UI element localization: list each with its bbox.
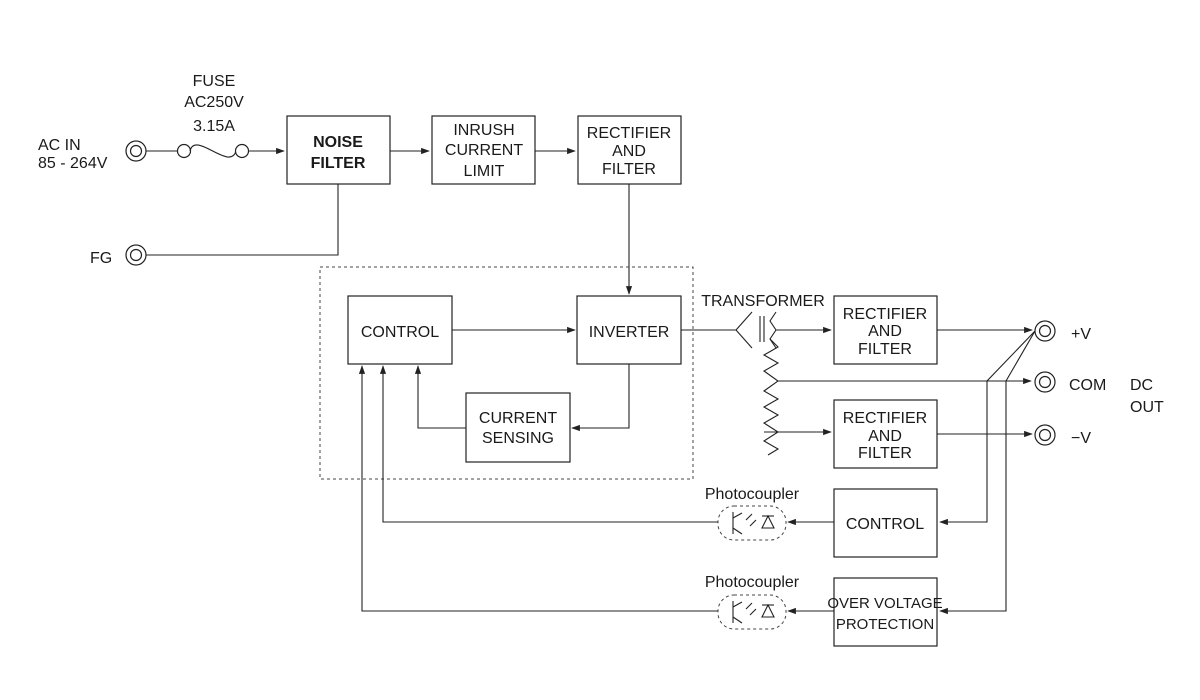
fg-terminal xyxy=(125,244,147,266)
dc-label: DC xyxy=(1130,377,1153,394)
ac-in-label: AC IN xyxy=(38,137,81,154)
noise-filter-line-2: FILTER xyxy=(311,155,366,172)
photocoupler-1-symbol xyxy=(717,505,787,541)
wire-photocoupler-2-to-control xyxy=(358,365,718,612)
transformer-symbol xyxy=(681,311,832,456)
photocoupler-2-label: Photocoupler xyxy=(705,574,800,591)
noise-filter-line-1: NOISE xyxy=(313,134,363,151)
primary-circuit-enclosure xyxy=(319,266,694,480)
inrush-line-2: CURRENT xyxy=(445,142,523,159)
wire-pos-to-secondary-control xyxy=(939,330,1036,526)
positive-rectifier-line-2: AND xyxy=(868,323,902,340)
negative-rectifier-line-1: RECTIFIER xyxy=(843,410,927,427)
fg-label: FG xyxy=(90,250,112,267)
fuse-rating: AC250V xyxy=(184,94,244,111)
inverter-label: INVERTER xyxy=(589,324,670,341)
transformer-label: TRANSFORMER xyxy=(701,293,825,310)
current-sensing-line-2: SENSING xyxy=(482,430,554,447)
neg-terminal xyxy=(1034,424,1056,446)
current-sensing-block: CURRENT SENSING xyxy=(465,392,571,463)
fuse-current: 3.15A xyxy=(193,118,235,135)
neg-output-label: −V xyxy=(1071,430,1091,447)
wire-sensing-to-control xyxy=(414,365,466,429)
positive-rectifier-line-1: RECTIFIER xyxy=(843,306,927,323)
inrush-line-3: LIMIT xyxy=(464,163,505,180)
com-output-label: COM xyxy=(1069,377,1106,394)
fuse-symbol xyxy=(146,143,285,159)
primary-rectifier-line-2: AND xyxy=(612,143,646,160)
wire-photocoupler-1-to-control xyxy=(379,365,718,523)
primary-rectifier-line-1: RECTIFIER xyxy=(587,125,671,142)
negative-rectifier-block: RECTIFIER AND FILTER xyxy=(833,399,938,469)
fuse-title: FUSE xyxy=(193,73,236,90)
current-sensing-line-1: CURRENT xyxy=(479,410,557,427)
photocoupler-2-symbol xyxy=(717,594,787,630)
out-label: OUT xyxy=(1130,399,1164,416)
ovp-line-1: OVER VOLTAGE xyxy=(827,595,942,612)
positive-rectifier-block: RECTIFIER AND FILTER xyxy=(833,295,938,365)
inrush-line-1: INRUSH xyxy=(453,122,514,139)
ovp-line-2: PROTECTION xyxy=(836,616,934,633)
photocoupler-1-label: Photocoupler xyxy=(705,486,800,503)
com-terminal xyxy=(1034,371,1056,393)
ovp-block: OVER VOLTAGE PROTECTION xyxy=(827,577,943,647)
primary-control-block: CONTROL xyxy=(347,295,453,365)
negative-rectifier-line-3: FILTER xyxy=(858,445,912,462)
wire-pos-to-ovp xyxy=(939,330,1036,615)
noise-filter-block: NOISE FILTER xyxy=(286,115,391,185)
inverter-block: INVERTER xyxy=(576,295,682,365)
ac-in-terminal xyxy=(125,140,147,162)
secondary-control-block: CONTROL xyxy=(833,488,938,558)
positive-rectifier-line-3: FILTER xyxy=(858,341,912,358)
primary-control-label: CONTROL xyxy=(361,324,439,341)
ac-range-label: 85 - 264V xyxy=(38,155,108,172)
primary-rectifier-line-3: FILTER xyxy=(602,161,656,178)
wire-inverter-to-sensing xyxy=(571,364,630,432)
pos-output-label: +V xyxy=(1071,326,1091,343)
wire-fg-to-noise-filter xyxy=(146,184,339,256)
primary-rectifier-block: RECTIFIER AND FILTER xyxy=(577,115,682,185)
pos-terminal xyxy=(1034,320,1056,342)
inrush-current-limit-block: INRUSH CURRENT LIMIT xyxy=(431,115,536,185)
secondary-control-label: CONTROL xyxy=(846,516,924,533)
negative-rectifier-line-2: AND xyxy=(868,428,902,445)
